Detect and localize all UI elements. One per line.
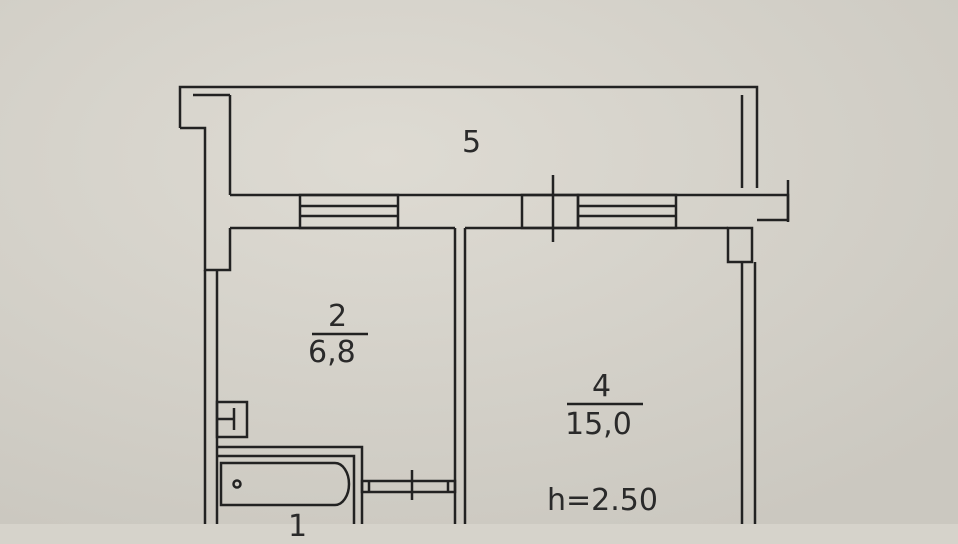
ceiling-height: h=2.50 <box>547 483 658 518</box>
room-5-number: 5 <box>462 125 482 160</box>
room-2-area: 6,8 <box>308 335 356 370</box>
room-1-number: 1 <box>288 509 308 544</box>
room-4-number: 4 <box>592 369 612 404</box>
bathtub-drain <box>232 479 242 489</box>
column <box>726 226 754 264</box>
floor-plan <box>0 0 958 524</box>
room-4-area: 15,0 <box>565 407 632 442</box>
window-left <box>298 193 400 230</box>
bathtub <box>219 461 351 507</box>
bathroom-wall <box>217 445 364 524</box>
room-2-number: 2 <box>328 299 348 334</box>
wall-section <box>520 193 580 230</box>
paper-background <box>0 0 958 524</box>
partition <box>360 479 457 494</box>
balcony-outer-wall <box>178 85 759 188</box>
walls <box>178 85 790 524</box>
